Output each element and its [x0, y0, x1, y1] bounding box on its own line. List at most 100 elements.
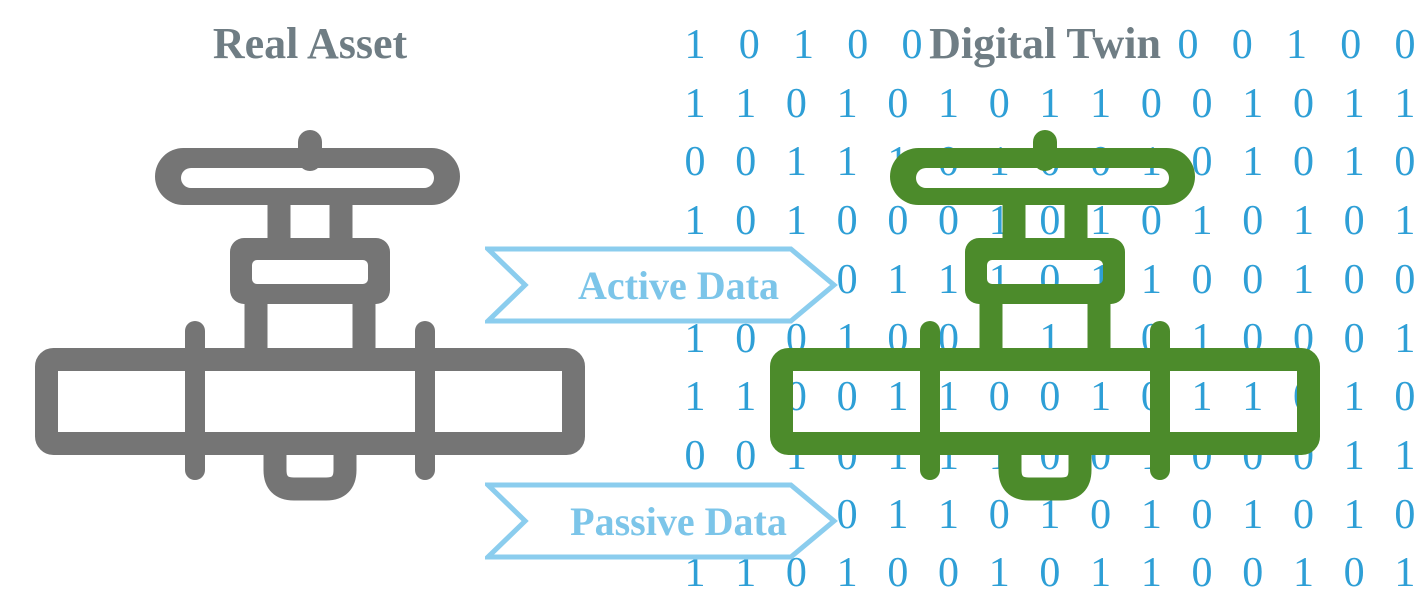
binary-digit: 0 — [1343, 198, 1365, 245]
binary-digit: 0 — [836, 256, 858, 303]
binary-digit: 1 — [735, 550, 757, 597]
binary-digit: 0 — [1394, 139, 1416, 186]
binary-digit: 0 — [1039, 374, 1061, 421]
binary-digit: 1 — [684, 22, 706, 68]
binary-digit: 1 — [1292, 256, 1314, 303]
binary-digit: 1 — [1394, 432, 1416, 479]
binary-digit: 0 — [836, 198, 858, 245]
binary-digit: 0 — [1343, 315, 1365, 362]
binary-digit: 0 — [785, 550, 807, 597]
passive-data-label: Passive Data — [570, 498, 787, 544]
binary-digit: 1 — [1090, 550, 1112, 597]
binary-digit: 1 — [988, 550, 1010, 597]
binary-digit: 0 — [1090, 491, 1112, 538]
binary-digit: 1 — [684, 374, 706, 421]
binary-digit: 1 — [735, 374, 757, 421]
arrow-banner-shape — [485, 482, 838, 560]
binary-digit: 1 — [1242, 139, 1264, 186]
binary-digit: 0 — [847, 22, 869, 68]
binary-digit: 0 — [1394, 256, 1416, 303]
binary-digit: 0 — [901, 22, 923, 68]
binary-digit: 0 — [785, 80, 807, 127]
binary-digit: 1 — [1039, 491, 1061, 538]
binary-digit: 1 — [938, 374, 960, 421]
binary-digit: 1 — [1242, 80, 1264, 127]
binary-digit: 1 — [887, 491, 909, 538]
binary-digit: 0 — [1140, 80, 1162, 127]
binary-digit: 0 — [1039, 198, 1061, 245]
binary-digit: 0 — [1191, 256, 1213, 303]
binary-digit: 1 — [1286, 22, 1307, 68]
binary-digit: 0 — [735, 198, 757, 245]
binary-digit: 1 — [836, 550, 858, 597]
binary-digit: 0 — [887, 550, 909, 597]
binary-digit: 1 — [938, 256, 960, 303]
binary-digit: 1 — [1394, 198, 1416, 245]
binary-digit: 0 — [988, 374, 1010, 421]
binary-digit: 1 — [735, 80, 757, 127]
binary-digit: 0 — [1394, 491, 1416, 538]
binary-digit: 0 — [1177, 22, 1199, 68]
binary-digit: 0 — [836, 374, 858, 421]
binary-digit: 0 — [988, 80, 1010, 127]
binary-digit: 1 — [785, 198, 807, 245]
binary-digit: 1 — [1292, 198, 1314, 245]
binary-digit: 0 — [735, 315, 757, 362]
binary-digit: 0 — [1242, 198, 1264, 245]
binary-digit: 0 — [1340, 22, 1362, 68]
binary-digit: 0 — [836, 491, 858, 538]
binary-digit: 1 — [793, 22, 814, 68]
binary-digit: 0 — [684, 139, 706, 186]
binary-digit: 1 — [1292, 550, 1314, 597]
binary-digit: 0 — [1231, 22, 1253, 68]
passive-data-banner: Passive Data — [485, 482, 838, 560]
binary-digit: 0 — [1191, 491, 1213, 538]
binary-digit: 0 — [1343, 256, 1365, 303]
binary-digit: 0 — [735, 139, 757, 186]
active-data-banner: Active Data — [485, 246, 838, 324]
binary-digit: 0 — [1242, 256, 1264, 303]
binary-digit: 1 — [1242, 374, 1264, 421]
binary-digit: 0 — [1191, 80, 1213, 127]
binary-digit: 0 — [738, 22, 760, 68]
binary-digit: 0 — [938, 550, 960, 597]
binary-digit: 1 — [1394, 315, 1416, 362]
binary-digit: 0 — [1292, 139, 1314, 186]
valve-icon — [35, 130, 585, 501]
binary-digit: 0 — [1343, 550, 1365, 597]
binary-digit: 1 — [1140, 256, 1162, 303]
binary-digit: 1 — [1343, 491, 1365, 538]
binary-digit: 1 — [887, 374, 909, 421]
binary-digit: 1 — [1343, 80, 1365, 127]
binary-digit: 1 — [684, 198, 706, 245]
binary-digit: 0 — [938, 198, 960, 245]
binary-digit: 1 — [1140, 491, 1162, 538]
binary-digit: 1 — [785, 139, 807, 186]
binary-digit: 1 — [1343, 374, 1365, 421]
binary-digit: 1 — [1343, 139, 1365, 186]
binary-digit: 0 — [887, 198, 909, 245]
binary-digit: 1 — [1394, 80, 1416, 127]
binary-digit: 1 — [1090, 374, 1112, 421]
binary-digit: 0 — [887, 80, 909, 127]
binary-digit: 0 — [1191, 139, 1213, 186]
binary-digit: 1 — [684, 80, 706, 127]
active-data-label: Active Data — [577, 262, 780, 308]
binary-digit: 1 — [836, 139, 858, 186]
binary-digit: 0 — [1191, 550, 1213, 597]
binary-digit: 1 — [1343, 432, 1365, 479]
binary-digit: 1 — [1242, 491, 1264, 538]
binary-digit: 0 — [1394, 22, 1416, 68]
digital-twin-title: Digital Twin — [929, 19, 1161, 68]
binary-digit: 0 — [1140, 198, 1162, 245]
binary-digit: 1 — [1191, 374, 1213, 421]
binary-digit: 0 — [1292, 80, 1314, 127]
valve-icon — [770, 128, 1320, 506]
binary-digit: 0 — [735, 432, 757, 479]
binary-digit: 0 — [1394, 374, 1416, 421]
